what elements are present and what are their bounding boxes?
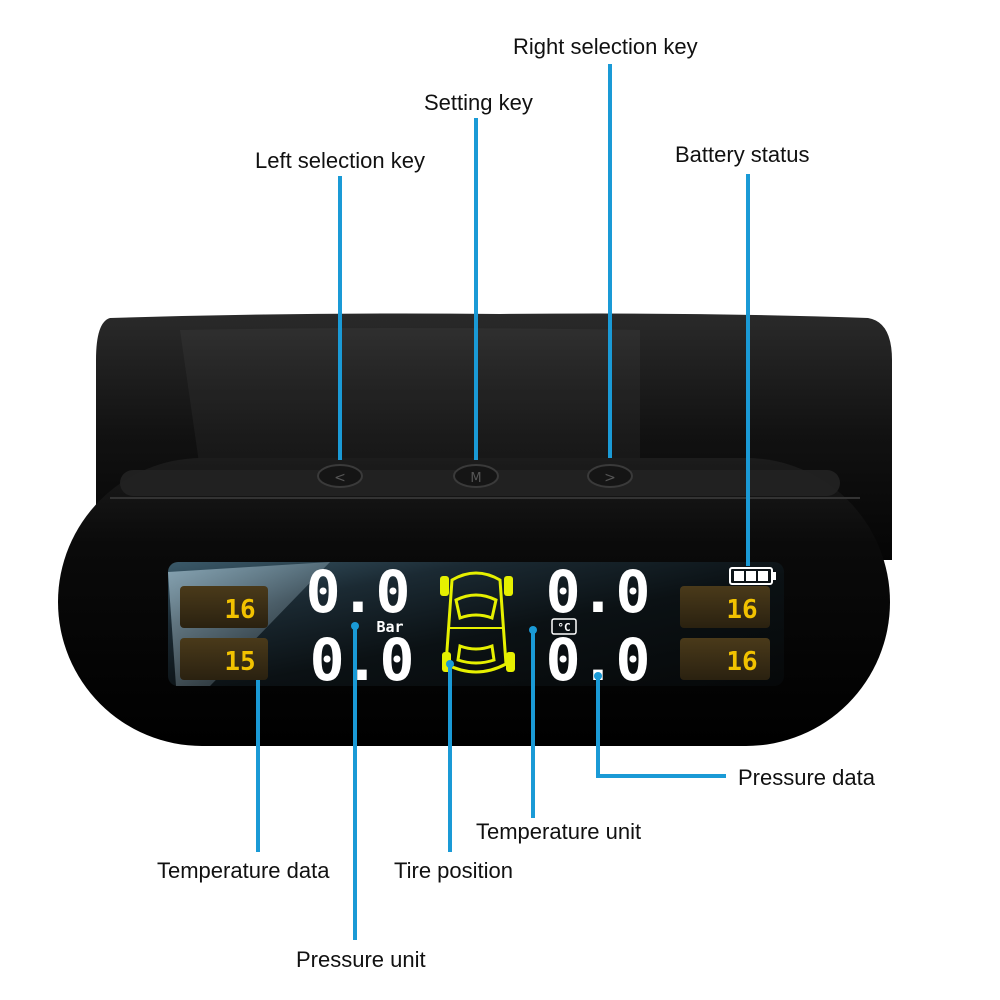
pressure-front-right: 0.0	[546, 558, 651, 626]
temp-box-front-left	[180, 586, 268, 628]
battery-icon	[729, 567, 776, 585]
left-selection-button[interactable]: <	[317, 464, 363, 488]
callout-pressure-unit: Pressure unit	[296, 947, 426, 972]
temp-rear-right: 16	[726, 647, 757, 677]
callout-temperature-data: Temperature data	[157, 858, 330, 883]
callout-battery-status: Battery status	[675, 142, 810, 167]
pressure-front-left: 0.0	[306, 558, 411, 626]
leader-dot-temperature-unit	[529, 626, 537, 634]
tire-front-left-icon	[440, 576, 449, 596]
leader-dot-pressure-unit	[351, 622, 359, 630]
temp-rear-left: 15	[224, 647, 255, 677]
right-arrow-icon: >	[604, 470, 616, 486]
m-icon: M	[470, 471, 481, 486]
car-tire-position-icon	[444, 571, 508, 674]
callout-temperature-unit: Temperature unit	[476, 819, 642, 844]
tire-front-right-icon	[504, 576, 513, 596]
callout-pressure-data: Pressure data	[738, 765, 875, 790]
left-arrow-icon: <	[334, 470, 346, 486]
tire-rear-right-icon	[506, 652, 515, 672]
right-selection-button[interactable]: >	[587, 464, 633, 488]
setting-button[interactable]: M	[453, 464, 499, 488]
lcd-screen	[168, 562, 784, 686]
callout-left-selection-key: Left selection key	[255, 148, 425, 173]
temp-box-rear-left	[180, 638, 268, 680]
callout-right-selection-key: Right selection key	[513, 34, 698, 59]
leader-dot-pressure-data	[594, 672, 602, 680]
pressure-rear-left: 0.0	[310, 626, 415, 694]
temp-front-right: 16	[726, 595, 757, 625]
leader-dot-tire-position	[446, 660, 454, 668]
temp-box-front-right	[680, 586, 770, 628]
temp-box-rear-right	[680, 638, 770, 680]
callout-setting-key: Setting key	[424, 90, 533, 115]
temp-front-left: 16	[224, 595, 255, 625]
device-back-panel-shine	[180, 328, 640, 470]
temperature-unit-box	[551, 618, 577, 635]
temperature-unit-label: °C	[557, 621, 570, 634]
callout-tire-position: Tire position	[394, 858, 514, 883]
pressure-unit-label: Bar	[376, 618, 403, 636]
leader-line-pressure-data	[596, 676, 726, 778]
